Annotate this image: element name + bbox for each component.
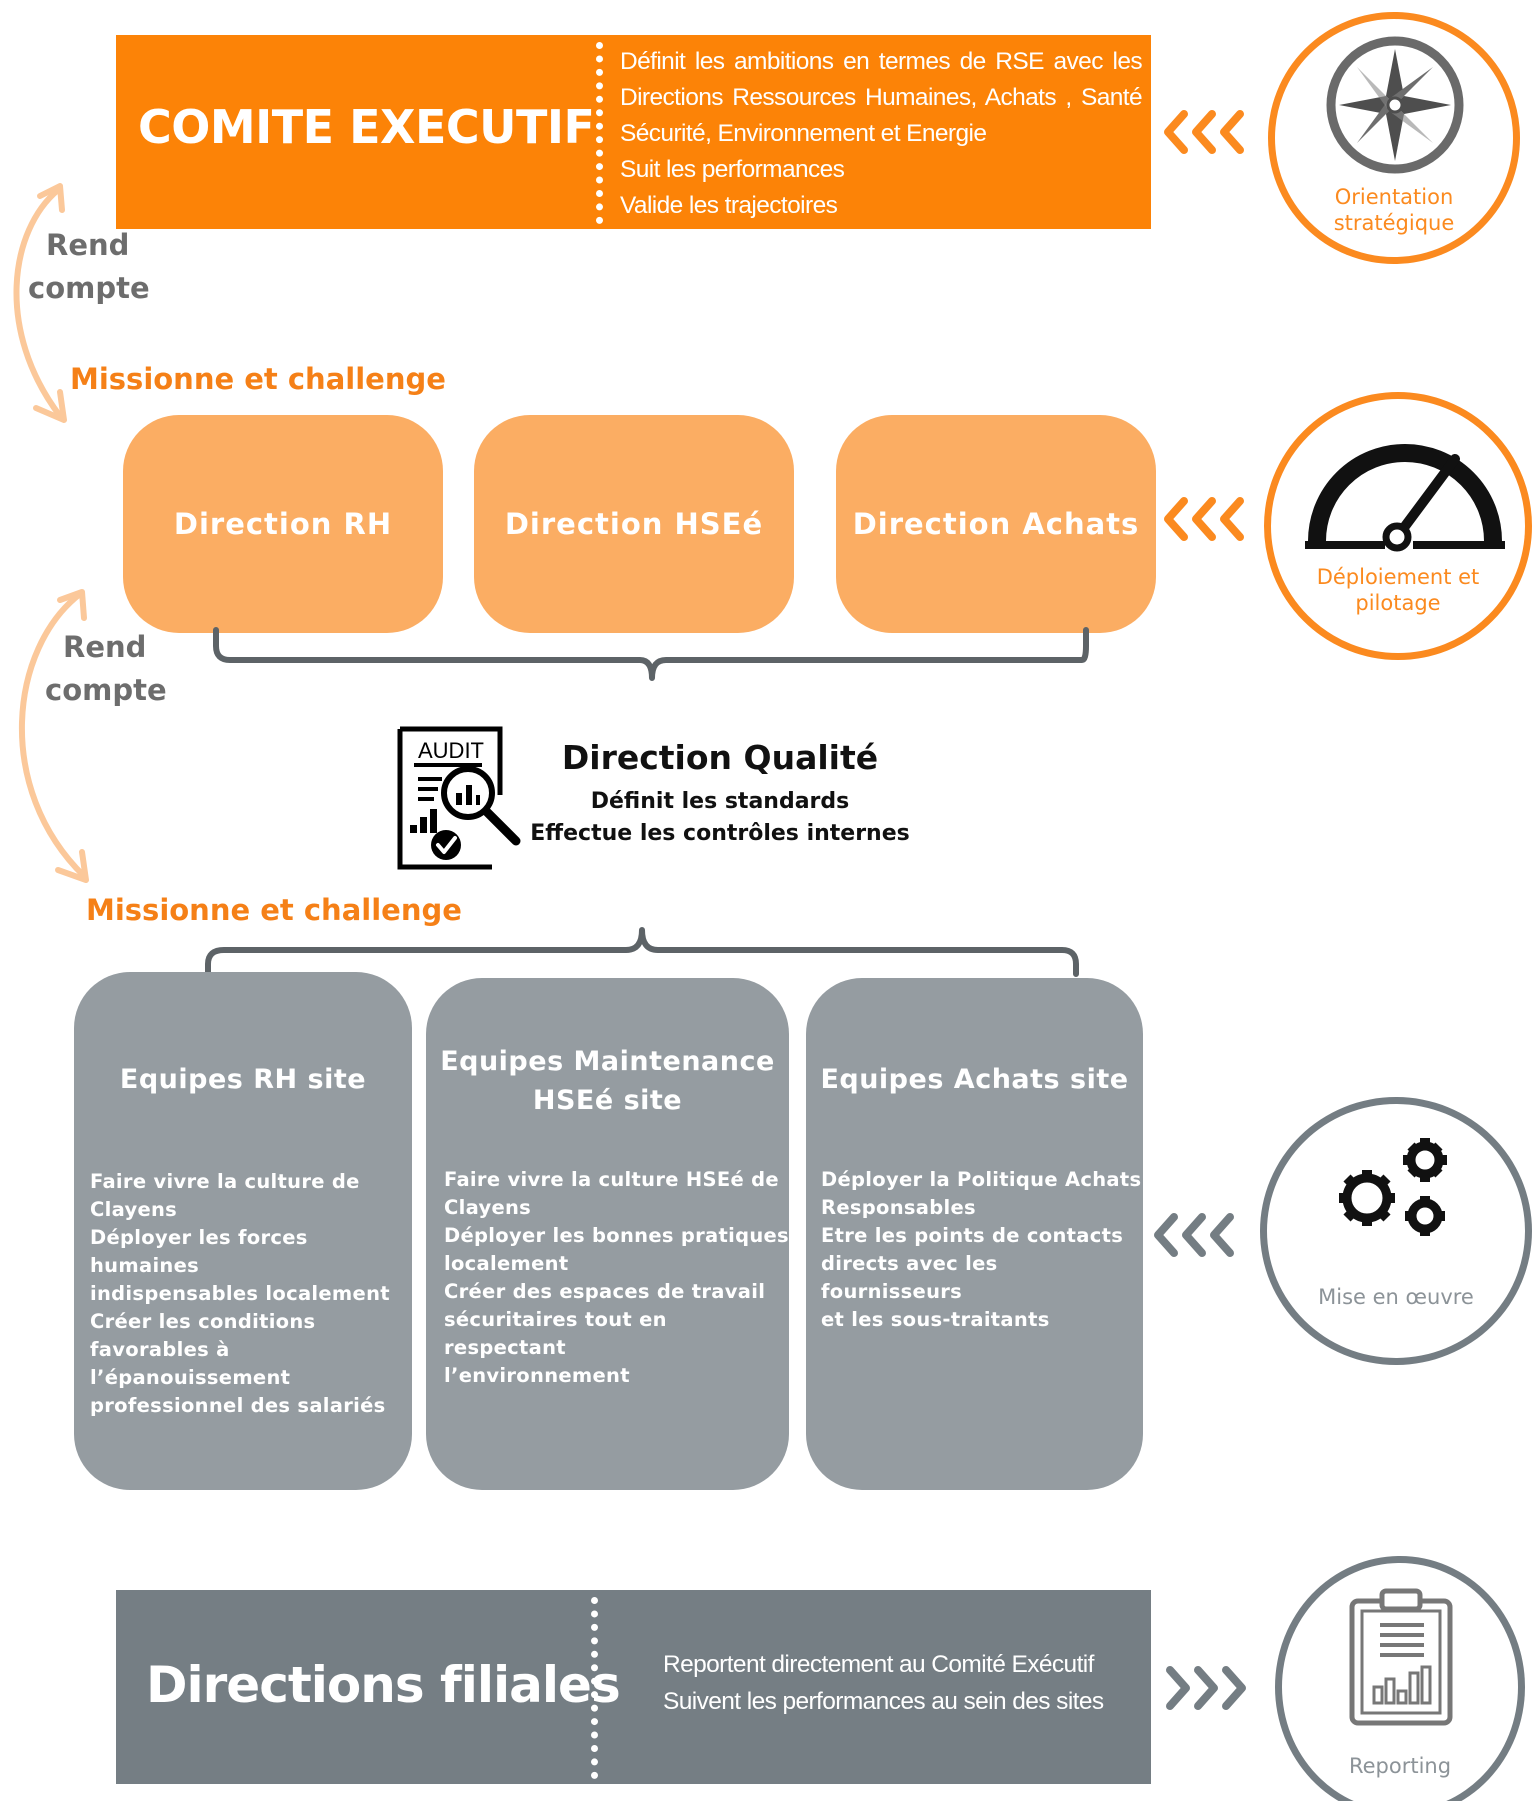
direction-hsee-box: Direction HSEé xyxy=(474,415,794,633)
team-title: Equipes Maintenance HSEé site xyxy=(426,1042,789,1120)
team-item: Faire vivre la culture HSEé de xyxy=(444,1168,779,1191)
team-items: Déployer la Politique Achats Responsable… xyxy=(821,1166,1143,1334)
direction-rh-box: Direction RH xyxy=(123,415,443,633)
executive-line: Définit les ambitions en termes de RSE a… xyxy=(620,48,1143,75)
mise-en-oeuvre-badge: Mise en œuvre xyxy=(1260,1097,1532,1365)
filiales-line: Suivent les performances au sein des sit… xyxy=(663,1688,1104,1715)
team-title: Equipes Achats site xyxy=(820,1064,1129,1095)
gauge-icon xyxy=(1305,444,1505,552)
team-item: Créer des espaces de travail xyxy=(444,1280,766,1303)
team-item: indispensables localement xyxy=(90,1282,390,1305)
team-items: Faire vivre la culture HSEé de Clayens D… xyxy=(444,1166,789,1390)
team-item: favorables à xyxy=(90,1338,230,1361)
audit-icon: AUDIT xyxy=(397,726,521,870)
team-title-line: Equipes Maintenance xyxy=(440,1046,775,1077)
executive-line: Valide les trajectoires xyxy=(620,192,838,219)
executive-banner xyxy=(116,35,1151,229)
deploiement-label: Déploiement et pilotage xyxy=(1316,565,1480,615)
compass-icon xyxy=(1326,36,1464,174)
executive-divider xyxy=(596,42,603,224)
orientation-label: Orientation stratégique xyxy=(1333,185,1455,235)
chevrons-left-icon xyxy=(1154,1213,1234,1257)
missionne-label: Missionne et challenge xyxy=(70,362,446,396)
team-item: Créer les conditions xyxy=(90,1310,316,1333)
orientation-badge: Orientation stratégique xyxy=(1268,12,1520,264)
team-title: Equipes RH site xyxy=(119,1064,367,1095)
team-item: Déployer les forces humaines xyxy=(90,1226,308,1277)
chevrons-right-icon xyxy=(1166,1666,1246,1710)
team-item: professionnel des salariés xyxy=(90,1394,386,1417)
directions-bracket xyxy=(213,627,1089,681)
mise-en-oeuvre-label: Mise en œuvre xyxy=(1318,1285,1474,1309)
team-items: Faire vivre la culture de Clayens Déploy… xyxy=(90,1168,412,1420)
team-achats-card: Equipes Achats site Déployer la Politiqu… xyxy=(806,978,1143,1490)
rend-compte-word: compte xyxy=(45,673,167,707)
filiales-divider xyxy=(591,1597,598,1779)
executive-description: Définit les ambitions en termes de RSE a… xyxy=(620,44,1143,224)
team-item: et les sous-traitants xyxy=(821,1308,1050,1331)
deploiement-badge: Déploiement et pilotage xyxy=(1264,392,1532,660)
filiales-description: Reportent directement au Comité Exécutif… xyxy=(663,1646,1104,1720)
team-item: localement xyxy=(444,1252,569,1275)
direction-achats-box: Direction Achats xyxy=(836,415,1156,633)
rend-compte-word: Rend xyxy=(63,630,147,664)
gears-icon xyxy=(1339,1138,1447,1236)
bidirectional-arrow xyxy=(13,183,67,423)
reporting-label: Reporting xyxy=(1348,1754,1452,1778)
team-item: Etre les points de contacts xyxy=(821,1224,1124,1247)
team-item: Responsables xyxy=(821,1196,976,1219)
clipboard-chart-icon xyxy=(1349,1588,1453,1726)
executive-line: Sécurité, Environnement et Energie xyxy=(620,120,987,147)
filiales-title: Directions filiales xyxy=(146,1656,621,1714)
team-rh-card: Equipes RH site Faire vivre la culture d… xyxy=(74,972,412,1490)
qualite-line: Effectue les contrôles internes xyxy=(530,821,910,846)
team-item: directs avec les fournisseurs xyxy=(821,1252,998,1303)
chevrons-left-icon xyxy=(1164,110,1244,154)
filiales-banner xyxy=(116,1590,1151,1784)
team-item: Clayens xyxy=(90,1198,178,1221)
teams-bracket xyxy=(205,927,1079,977)
team-item: Déployer les bonnes pratiques xyxy=(444,1224,789,1247)
filiales-line: Reportent directement au Comité Exécutif xyxy=(663,1651,1094,1678)
team-item: Déployer la Politique Achats xyxy=(821,1168,1142,1191)
team-item: sécuritaires tout en respectant xyxy=(444,1308,667,1359)
executive-line: Suit les performances xyxy=(620,156,845,183)
bidirectional-arrow xyxy=(18,589,89,883)
qualite-line: Définit les standards xyxy=(590,789,850,814)
team-title-line: HSEé site xyxy=(532,1085,683,1116)
rend-compte-word: Rend xyxy=(46,228,130,262)
chevrons-left-icon xyxy=(1164,497,1244,541)
executive-line: Directions Ressources Humaines, Achats ,… xyxy=(620,84,1143,111)
audit-text: AUDIT xyxy=(418,738,484,763)
rend-compte-word: compte xyxy=(28,271,150,305)
executive-title: COMITE EXECUTIF xyxy=(138,100,595,154)
team-item: Faire vivre la culture de xyxy=(90,1170,360,1193)
rend-compte-label: Rend compte xyxy=(45,626,167,712)
team-item: Clayens xyxy=(444,1196,532,1219)
reporting-badge: Reporting xyxy=(1275,1556,1525,1801)
team-item: l’épanouissement xyxy=(90,1366,291,1389)
qualite-title: Direction Qualité xyxy=(561,738,879,777)
rend-compte-label: Rend compte xyxy=(28,224,150,310)
team-maintenance-card: Equipes Maintenance HSEé site Faire vivr… xyxy=(426,978,789,1490)
missionne-label: Missionne et challenge xyxy=(86,893,462,927)
team-item: l’environnement xyxy=(444,1364,630,1387)
